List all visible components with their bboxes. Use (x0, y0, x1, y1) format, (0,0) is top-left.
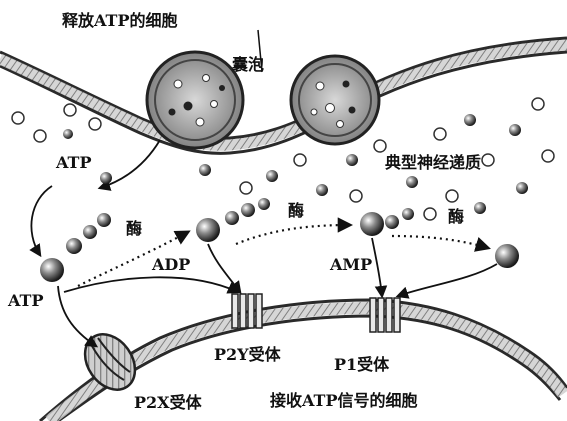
p2y-receptor-label: P2Y受体 (214, 345, 282, 364)
p2x-receptor-label: P2X受体 (134, 393, 203, 412)
vesicle-left (147, 52, 243, 148)
released-phosphate-1 (258, 198, 270, 210)
atp-chain-left (40, 213, 111, 282)
receive-cell-label: 接收ATP信号的细胞 (270, 391, 417, 410)
amp-chain (360, 212, 399, 236)
enzyme-label-3: 酶 (448, 207, 464, 226)
adp-to-p2y-arrow (208, 244, 240, 292)
released-phosphate-2 (402, 208, 414, 220)
enzyme-label-2: 酶 (288, 201, 304, 220)
atp-left-label: ATP (7, 291, 43, 310)
p1-receptor-label: P1受体 (334, 355, 390, 374)
adp-chain (196, 203, 255, 242)
atp-to-p2x-arrow (58, 286, 96, 346)
neurotransmitter-label: 典型神经递质 (385, 153, 481, 172)
release-cell-membrane (0, 38, 567, 153)
atp-top-molecule (100, 172, 112, 184)
adenosine-molecule (495, 244, 519, 268)
atp-down-arrow (31, 186, 52, 255)
adp-label: ADP (151, 255, 190, 274)
atp-top-label: ATP (55, 153, 91, 172)
amp-label: AMP (329, 255, 372, 274)
enzyme-label-1: 酶 (126, 219, 142, 238)
adenosine-to-p1-arrow (398, 264, 497, 296)
vesicle-label: 囊泡 (231, 55, 264, 74)
amp-to-p1-arrow (372, 238, 382, 296)
hydrolysis-arrow-3 (392, 236, 488, 248)
vesicle-right (291, 56, 379, 144)
release-cell-label: 释放ATP的细胞 (62, 11, 177, 30)
hydrolysis-arrow-2 (236, 225, 350, 244)
